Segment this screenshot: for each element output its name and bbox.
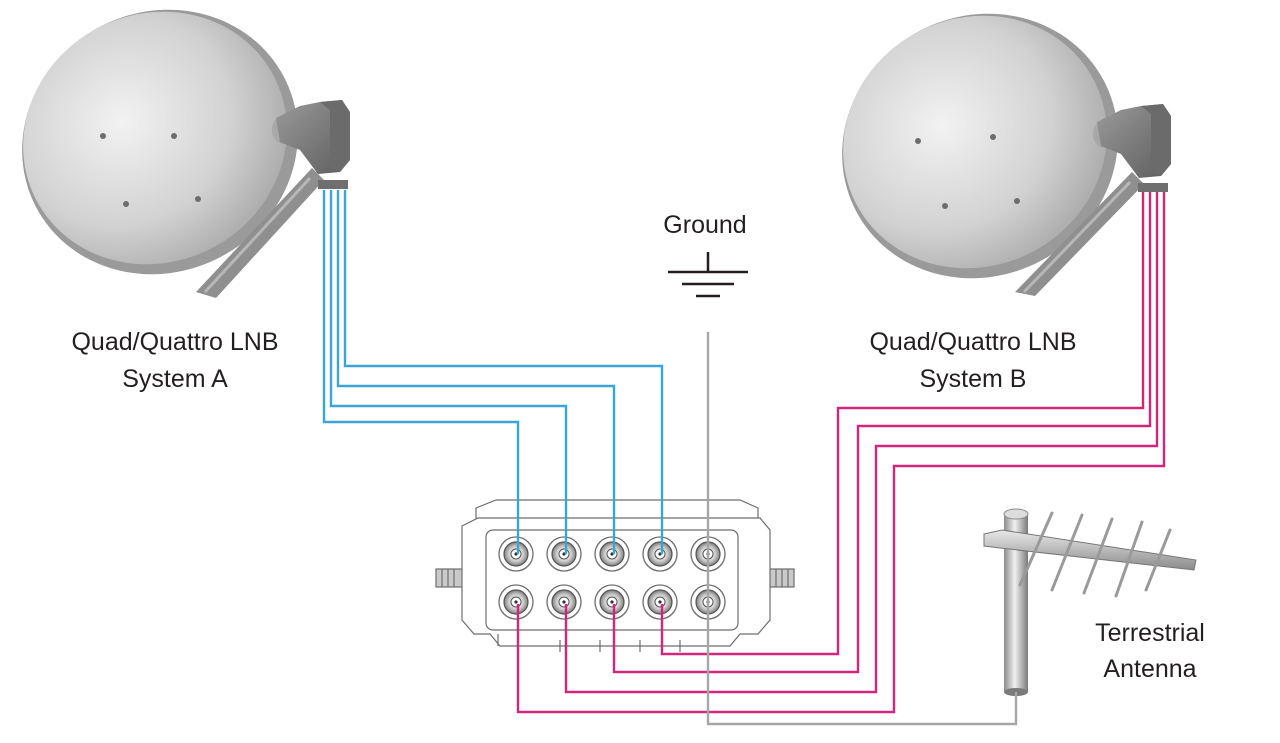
lnb-a-icon — [272, 100, 350, 189]
system-b-label-line1: Quad/Quattro LNB — [869, 328, 1077, 356]
system-a-label-line2: System A — [122, 365, 228, 393]
antenna-label-line2: Antenna — [1103, 655, 1197, 683]
terrestrial-antenna-icon — [983, 508, 1197, 696]
ground-symbol-icon — [668, 252, 748, 298]
cable-system-b-1 — [660, 192, 1145, 656]
cable-system-a-4 — [343, 190, 664, 554]
ground-label: Ground — [663, 211, 747, 239]
cable-system-a-3 — [336, 190, 616, 554]
cable-ground — [706, 332, 1018, 726]
coax-port-bottom-4 — [642, 584, 678, 620]
coax-port-top-3 — [594, 536, 630, 572]
lnb-b-icon — [1093, 104, 1171, 192]
cable-layer — [322, 190, 1166, 726]
coax-port-top-1 — [498, 536, 534, 572]
system-b-label-line2: System B — [919, 365, 1027, 393]
coax-port-bottom-1 — [498, 584, 534, 620]
cable-system-b-2 — [612, 192, 1152, 674]
cable-system-b-3 — [564, 192, 1159, 694]
cable-system-a-1 — [322, 190, 520, 554]
coax-port-bottom-3 — [594, 584, 630, 620]
system-a-label-line1: Quad/Quattro LNB — [71, 328, 279, 356]
antenna-label-line1: Terrestrial — [1095, 619, 1205, 647]
cable-system-a-2 — [329, 190, 568, 554]
coax-port-top-2 — [546, 536, 582, 572]
cable-system-b-4 — [516, 192, 1166, 714]
satellite-dish-b-icon — [842, 13, 1144, 296]
coax-port-top-4 — [642, 536, 678, 572]
satellite-dish-a-icon — [22, 9, 324, 298]
coax-port-bottom-2 — [546, 584, 582, 620]
